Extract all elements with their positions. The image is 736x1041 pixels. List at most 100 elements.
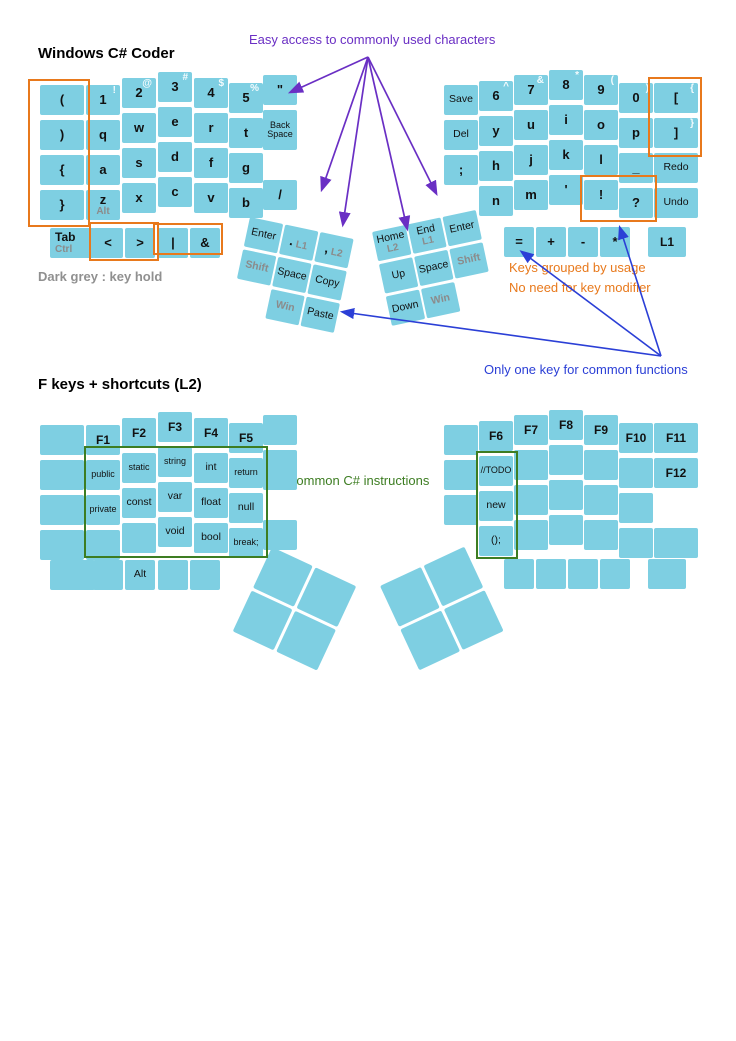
key-label: /	[278, 187, 282, 203]
key-label: F1	[95, 432, 110, 447]
key-m: m	[514, 180, 548, 210]
key-label: '	[564, 182, 568, 198]
shift-char: !	[112, 85, 116, 96]
key-label: F5	[238, 430, 253, 445]
key-label: F11	[665, 430, 686, 445]
key-label: bool	[201, 531, 221, 544]
key-label: Shift	[244, 258, 270, 276]
key-blank	[93, 560, 123, 590]
key-blank	[549, 445, 583, 475]
key-label: F8	[558, 417, 573, 432]
key-label: Save	[449, 93, 473, 106]
key-up: Up	[378, 257, 419, 294]
key-todo: //TODO	[479, 456, 513, 486]
key-blank	[190, 560, 220, 590]
hold-label: L2	[386, 241, 400, 256]
hold-label: L2	[329, 246, 344, 260]
shift-char: $	[218, 78, 224, 89]
highlight-box-angle-keys	[89, 222, 159, 261]
key-label: 1	[99, 92, 107, 108]
key-f12: F12	[654, 458, 698, 488]
key-label: l	[599, 152, 603, 168]
key-label: }	[59, 197, 65, 213]
key-label: 9	[597, 82, 605, 98]
key-4: $4	[194, 78, 228, 108]
key-float: float	[194, 488, 228, 518]
highlight-box-pipe-amp-keys	[153, 223, 223, 255]
key-label: Copy	[313, 273, 341, 291]
key-label: //TODO	[480, 465, 512, 476]
key-l: l	[584, 145, 618, 175]
shift-char: @	[142, 78, 152, 89]
key-label: Redo	[663, 161, 689, 174]
key-label: var	[167, 490, 183, 503]
key-new: new	[479, 491, 513, 521]
key-i: i	[549, 105, 583, 135]
key-o: o	[584, 110, 618, 140]
key-blank	[654, 528, 698, 558]
key-f: f	[194, 148, 228, 178]
key-y: y	[479, 116, 513, 146]
key-blank	[568, 559, 598, 589]
key-space: Space	[272, 256, 312, 294]
key-f9: F9	[584, 415, 618, 445]
key-f1: F1	[86, 425, 120, 455]
key-v: v	[194, 183, 228, 213]
key-label: .	[288, 233, 295, 249]
key-label: ;	[458, 162, 464, 178]
key-label: Enter	[250, 226, 278, 244]
key-5: %5	[229, 83, 263, 113]
key-blank	[40, 530, 84, 560]
key-g: g	[229, 153, 263, 183]
key-f5: F5	[229, 423, 263, 453]
key-symbol: /	[263, 180, 297, 210]
highlight-box-brackets-column	[28, 79, 90, 227]
key-symbol: '	[549, 175, 583, 205]
key-label: Del	[453, 128, 469, 141]
key-copy: Copy	[307, 264, 347, 301]
key-del: Del	[444, 120, 478, 150]
key-blank	[86, 530, 120, 560]
key-symbol: .L1	[278, 224, 319, 261]
key-blank	[514, 485, 548, 515]
key-shift: Shift	[236, 249, 277, 286]
arrow-to-left-thumb-dot	[320, 56, 369, 193]
key-paste: Paste	[300, 296, 340, 333]
key-e: e	[158, 107, 192, 137]
key-f3: F3	[158, 412, 192, 442]
key-const: const	[122, 488, 156, 518]
key-label: Shift	[456, 251, 482, 269]
key-symbol: {	[40, 155, 84, 185]
key-blank	[40, 425, 84, 455]
key-label: ]	[673, 125, 679, 141]
key-blank	[600, 559, 630, 589]
key-label: +	[547, 234, 555, 250]
key-label: n	[492, 193, 500, 209]
key-blank	[158, 560, 188, 590]
key-s: s	[122, 148, 156, 178]
key-label: break;	[233, 537, 259, 548]
key-label: F6	[488, 428, 503, 443]
easy-access-note: Easy access to commonly used characters	[249, 32, 496, 47]
key-f7: F7	[514, 415, 548, 445]
key-symbol: ?	[619, 188, 653, 218]
hold-label: Ctrl	[55, 243, 73, 255]
key-label: Space	[417, 258, 450, 277]
key-label: p	[632, 125, 640, 141]
key-win: Win	[265, 289, 305, 326]
shift-char: (	[610, 75, 614, 86]
no-modifier-note: No need for key modifier	[509, 280, 651, 295]
key-void: void	[158, 517, 192, 547]
key-return: return	[229, 458, 263, 488]
key-label: i	[564, 112, 568, 128]
key-save: Save	[444, 85, 478, 115]
hold-label: Alt	[96, 206, 110, 218]
key-label: Space	[276, 265, 308, 284]
key-symbol: >	[125, 228, 155, 258]
key-x: x	[122, 183, 156, 213]
highlight-box-square-brackets	[648, 77, 702, 157]
key-label: float	[201, 496, 221, 509]
key-c: c	[158, 177, 192, 207]
key-blank	[619, 493, 653, 523]
